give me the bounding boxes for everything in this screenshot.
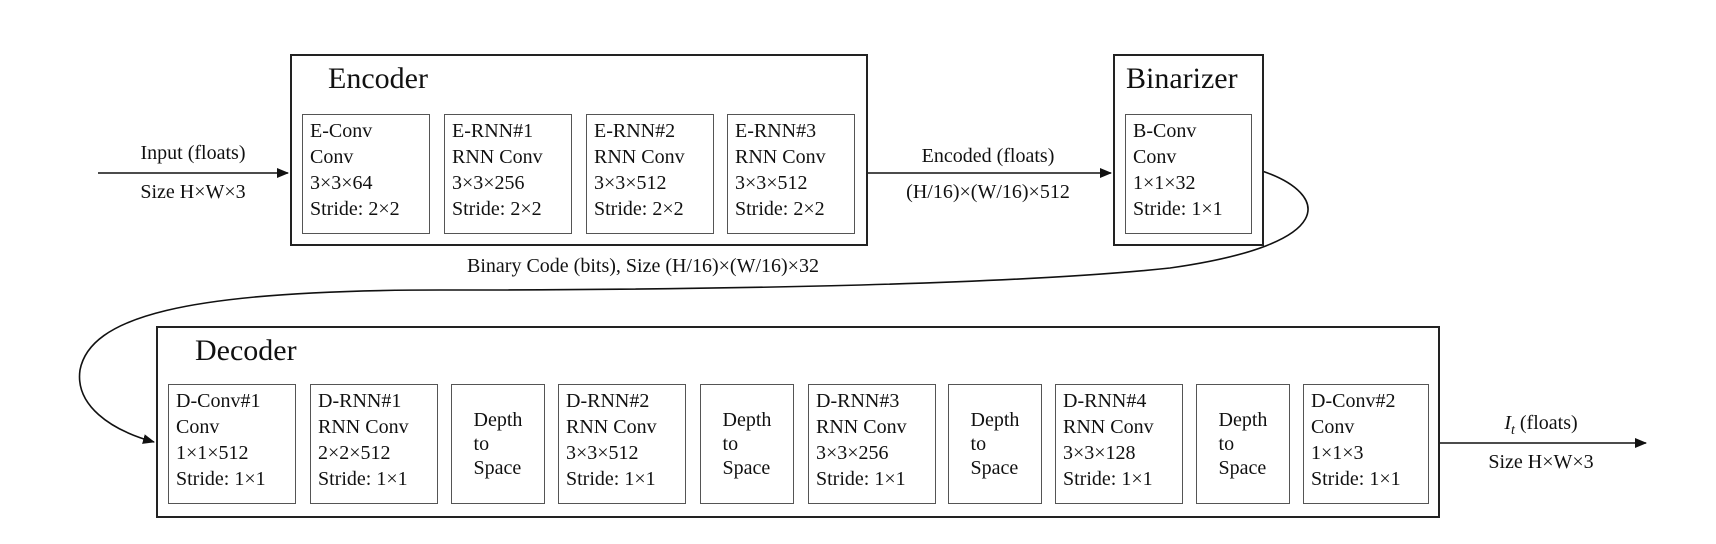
block-stride: Stride: 2×2 — [735, 198, 825, 220]
block-op: Conv — [1133, 146, 1177, 168]
block-line-1: Depth — [970, 409, 1020, 431]
block-name: E-RNN#2 — [594, 120, 676, 142]
output-size-label: Size H×W×3 — [1488, 451, 1594, 473]
block-name: E-RNN#3 — [735, 120, 817, 142]
block-stride: Stride: 1×1 — [816, 468, 906, 490]
block-kernel: 3×3×256 — [452, 172, 525, 194]
decoder-block-depth-to-space-1: Depth to Space — [451, 384, 545, 504]
decoder-block-d-rnn-1: D-RNN#1 RNN Conv 2×2×512 Stride: 1×1 — [310, 384, 438, 504]
block-op: RNN Conv — [735, 146, 826, 168]
block-name: B-Conv — [1133, 120, 1197, 142]
decoder-block-d-conv-2: D-Conv#2 Conv 1×1×3 Stride: 1×1 — [1303, 384, 1429, 504]
block-kernel: 2×2×512 — [318, 442, 391, 464]
block-line-3: Space — [970, 457, 1019, 479]
input-label: Input (floats) — [140, 142, 246, 164]
binary-code-arrow — [78, 170, 1309, 444]
decoder-block-d-rnn-3: D-RNN#3 RNN Conv 3×3×256 Stride: 1×1 — [808, 384, 936, 504]
block-stride: Stride: 1×1 — [318, 468, 408, 490]
binary-code-label: Binary Code (bits), Size (H/16)×(W/16)×3… — [467, 255, 819, 277]
block-name: E-RNN#1 — [452, 120, 534, 142]
block-op: RNN Conv — [816, 416, 907, 438]
block-line-2: to — [1218, 433, 1235, 455]
block-op: Conv — [176, 416, 220, 438]
decoder-block-d-rnn-2: D-RNN#2 RNN Conv 3×3×512 Stride: 1×1 — [558, 384, 686, 504]
block-kernel: 3×3×64 — [310, 172, 373, 194]
output-label: It (floats) — [1504, 413, 1577, 438]
encoder-block-e-rnn-3: E-RNN#3 RNN Conv 3×3×512 Stride: 2×2 — [727, 114, 855, 234]
block-name: D-Conv#2 — [1311, 390, 1396, 412]
block-line-2: to — [970, 433, 987, 455]
block-stride: Stride: 1×1 — [1063, 468, 1153, 490]
output-var-sub: t — [1511, 423, 1515, 438]
block-line-3: Space — [722, 457, 771, 479]
binarizer-title: Binarizer — [1126, 62, 1238, 95]
block-op: RNN Conv — [1063, 416, 1154, 438]
block-name: D-RNN#4 — [1063, 390, 1147, 412]
block-op: Conv — [310, 146, 354, 168]
block-name: D-RNN#2 — [566, 390, 650, 412]
block-name: D-RNN#1 — [318, 390, 402, 412]
block-op: RNN Conv — [566, 416, 657, 438]
encoder-block-e-conv: E-Conv Conv 3×3×64 Stride: 2×2 — [302, 114, 430, 234]
block-line-1: Depth — [722, 409, 772, 431]
block-kernel: 3×3×512 — [735, 172, 808, 194]
output-var: I — [1504, 412, 1512, 434]
decoder-block-d-conv-1: D-Conv#1 Conv 1×1×512 Stride: 1×1 — [168, 384, 296, 504]
decoder-block-d-rnn-4: D-RNN#4 RNN Conv 3×3×128 Stride: 1×1 — [1055, 384, 1183, 504]
block-name: D-RNN#3 — [816, 390, 900, 412]
block-op: Conv — [1311, 416, 1355, 438]
block-kernel: 3×3×256 — [816, 442, 889, 464]
output-label-suffix: (floats) — [1514, 412, 1578, 434]
decoder-block-depth-to-space-4: Depth to Space — [1196, 384, 1290, 504]
block-kernel: 3×3×128 — [1063, 442, 1136, 464]
block-op: RNN Conv — [452, 146, 543, 168]
encoder-block-e-rnn-2: E-RNN#2 RNN Conv 3×3×512 Stride: 2×2 — [586, 114, 714, 234]
block-kernel: 1×1×32 — [1133, 172, 1196, 194]
block-kernel: 3×3×512 — [594, 172, 667, 194]
block-line-1: Depth — [1218, 409, 1268, 431]
encoder-block-e-rnn-1: E-RNN#1 RNN Conv 3×3×256 Stride: 2×2 — [444, 114, 572, 234]
block-kernel: 1×1×512 — [176, 442, 249, 464]
block-line-1: Depth — [473, 409, 523, 431]
block-stride: Stride: 1×1 — [566, 468, 656, 490]
block-stride: Stride: 1×1 — [1133, 198, 1223, 220]
block-line-3: Space — [473, 457, 522, 479]
block-line-2: to — [722, 433, 739, 455]
input-size-label: Size H×W×3 — [140, 181, 246, 203]
decoder-block-depth-to-space-3: Depth to Space — [948, 384, 1042, 504]
decoder-title: Decoder — [195, 334, 297, 367]
encoded-label: Encoded (floats) — [921, 145, 1055, 167]
block-stride: Stride: 1×1 — [1311, 468, 1401, 490]
block-name: E-Conv — [310, 120, 373, 142]
block-stride: Stride: 1×1 — [176, 468, 266, 490]
block-op: RNN Conv — [318, 416, 409, 438]
binarizer-block-b-conv: B-Conv Conv 1×1×32 Stride: 1×1 — [1125, 114, 1252, 234]
block-op: RNN Conv — [594, 146, 685, 168]
encoder-title: Encoder — [328, 62, 428, 95]
encoded-size-label: (H/16)×(W/16)×512 — [906, 181, 1070, 203]
block-line-3: Space — [1218, 457, 1267, 479]
block-kernel: 1×1×3 — [1311, 442, 1364, 464]
block-line-2: to — [473, 433, 490, 455]
block-stride: Stride: 2×2 — [310, 198, 400, 220]
block-stride: Stride: 2×2 — [452, 198, 542, 220]
decoder-block-depth-to-space-2: Depth to Space — [700, 384, 794, 504]
block-name: D-Conv#1 — [176, 390, 261, 412]
block-stride: Stride: 2×2 — [594, 198, 684, 220]
block-kernel: 3×3×512 — [566, 442, 639, 464]
